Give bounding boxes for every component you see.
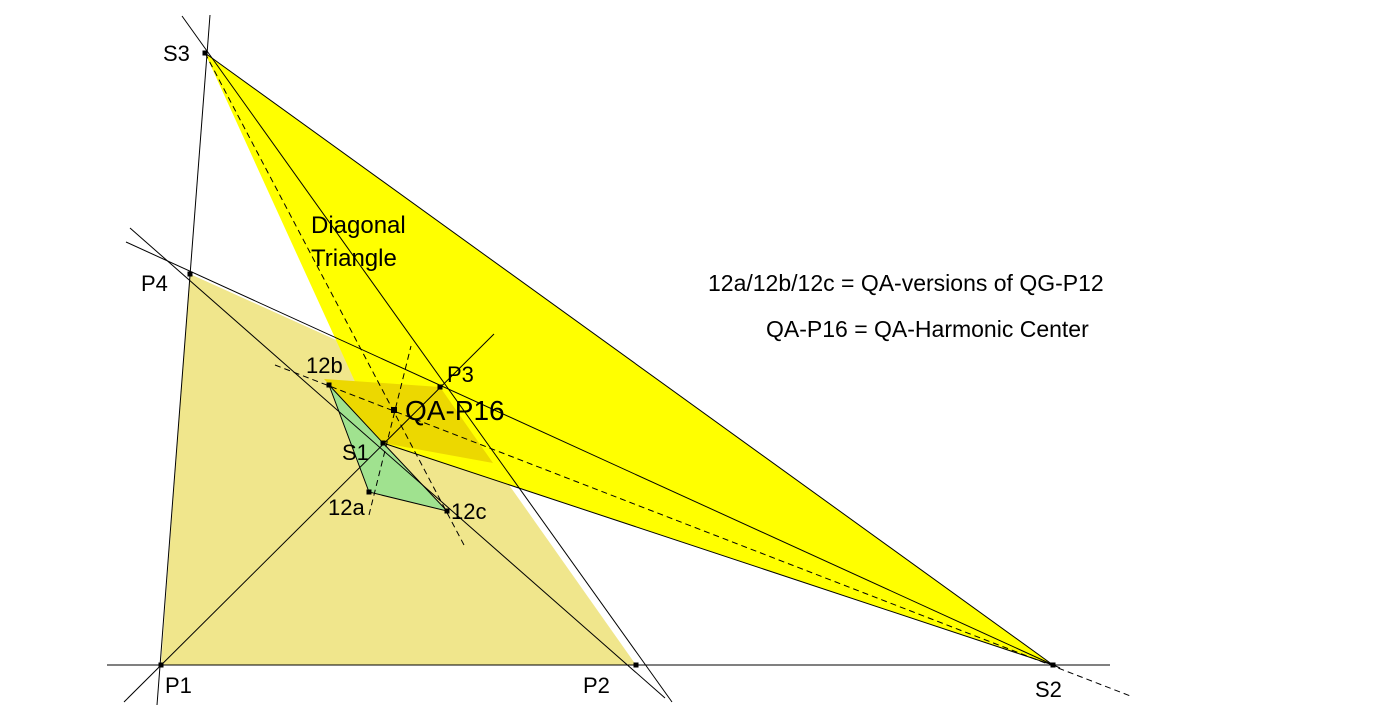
solid-lines (107, 14, 1110, 706)
point-p3 (437, 384, 443, 390)
diagonal-triangle-label-line2: Triangle (311, 245, 397, 272)
point-s1 (380, 440, 386, 446)
label-p1: P1 (165, 673, 192, 698)
point-12c (444, 508, 450, 514)
diagonal-triangle-label-line1: Diagonal (311, 212, 406, 239)
label-s2: S2 (1035, 677, 1062, 702)
label-p4: P4 (141, 271, 168, 296)
label-p3: P3 (447, 362, 474, 387)
points (158, 50, 1056, 668)
dashed-line-12a-harmonic (368, 345, 412, 516)
label-p2: P2 (583, 673, 610, 698)
point-12b (326, 382, 332, 388)
point-p2 (633, 662, 639, 668)
point-s2 (1050, 662, 1056, 668)
point-s3 (202, 50, 208, 56)
label-12b: 12b (306, 353, 343, 378)
line-s2-s3 (204, 52, 1054, 666)
label-s1: S1 (342, 440, 369, 465)
line-p1-s3 (156, 14, 211, 706)
line-s1-s2 (382, 442, 1054, 666)
label-12a: 12a (328, 495, 365, 520)
line-s3-p2 (181, 15, 673, 703)
dashed-lines (204, 52, 1134, 698)
line-p4-p2 (129, 227, 666, 699)
label-qa-p16: QA-P16 (405, 395, 505, 426)
line-p4-s2 (125, 241, 1061, 669)
point-p1 (158, 662, 164, 668)
point-qa-p16 (391, 407, 397, 413)
dashed-line-12b-s2 (274, 364, 1134, 698)
line-p1-p3 (123, 333, 495, 703)
note-line-2: QA-P16 = QA-Harmonic Center (766, 316, 1089, 342)
note-line-1: 12a/12b/12c = QA-versions of QG-P12 (708, 270, 1104, 296)
point-12a (366, 489, 372, 495)
label-s3: S3 (163, 41, 190, 66)
overlap-region (324, 379, 493, 463)
label-12c: 12c (451, 499, 486, 524)
dashed-line-s3-12c (204, 52, 465, 546)
point-p4 (187, 271, 193, 277)
